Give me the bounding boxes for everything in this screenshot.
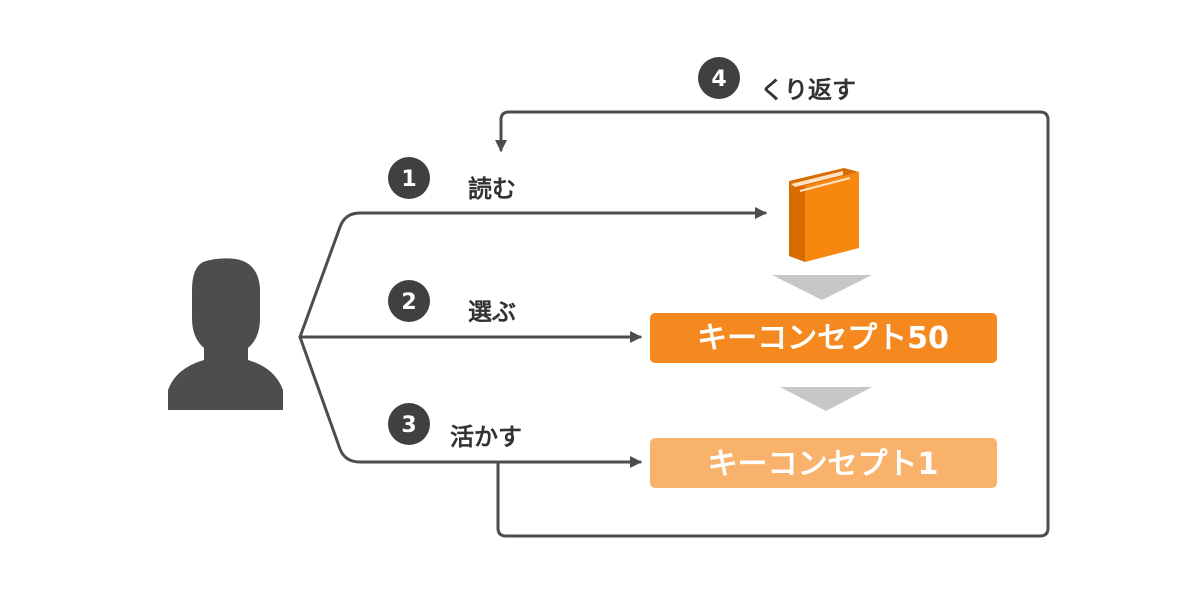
step-4-label: くり返す (760, 76, 856, 104)
step-3-label: 活かす (450, 423, 522, 451)
step-1: 1 読む (388, 157, 516, 203)
key-concept-50-box: キーコンセプト50 (650, 313, 997, 363)
step-4: 4 くり返す (698, 57, 856, 104)
key-concept-1-box: キーコンセプト1 (650, 438, 997, 488)
step-1-number: 1 (401, 167, 416, 192)
step-3: 3 活かす (388, 403, 522, 451)
step-1-label: 読む (468, 175, 516, 203)
loop-back-arrow (495, 110, 1050, 538)
book-icon (789, 168, 859, 262)
chevron-down-icon-1 (772, 275, 872, 300)
key-concept-1-label: キーコンセプト1 (708, 447, 939, 482)
arrow-to-key-concept-1 (298, 335, 642, 468)
step-4-badge (698, 57, 740, 99)
person-silhouette-icon (168, 258, 283, 410)
step-3-number: 3 (401, 413, 416, 438)
connectors (298, 110, 1050, 538)
step-2-label: 選ぶ (468, 298, 516, 326)
step-3-badge (388, 403, 430, 445)
step-2-number: 2 (401, 290, 416, 315)
chevron-down-icon-2 (780, 387, 872, 411)
step-2: 2 選ぶ (388, 280, 516, 326)
step-1-badge (388, 157, 430, 199)
key-concept-50-label: キーコンセプト50 (697, 321, 949, 356)
arrow-to-book (298, 207, 767, 339)
step-4-number: 4 (711, 67, 726, 92)
step-2-badge (388, 280, 430, 322)
